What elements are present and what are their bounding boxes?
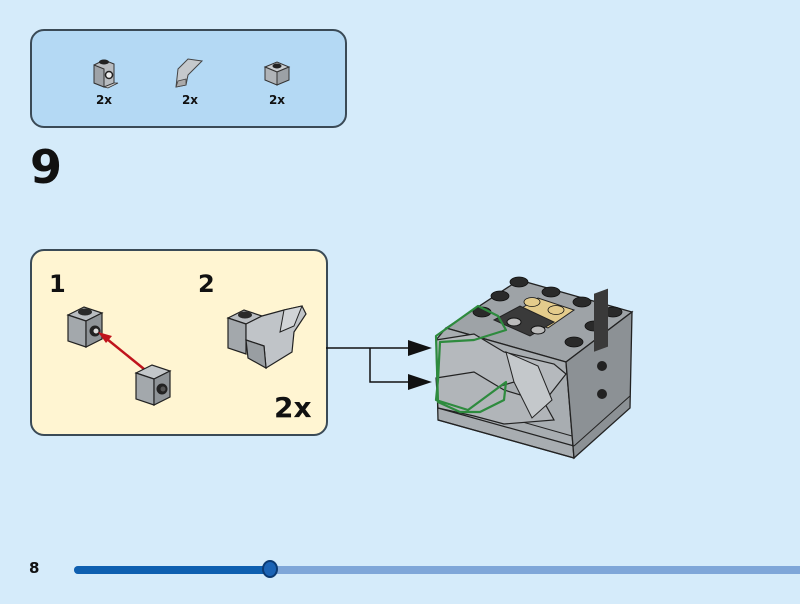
- sub-assembly-panel: 1 2 2x: [30, 249, 328, 436]
- part-quantity: 2x: [95, 93, 113, 107]
- sub-assembly-multiplier: 2x: [274, 391, 312, 424]
- sub-step-2-illustration: [226, 305, 307, 370]
- brick-1x1-icon: [263, 61, 291, 86]
- step-number: 9: [30, 140, 63, 194]
- arrow-head-icon: [408, 374, 432, 390]
- part-item: 2x: [247, 53, 307, 113]
- sub-step-1-illustration: [66, 306, 172, 406]
- page-number: 8: [29, 559, 40, 577]
- main-model-illustration: [434, 276, 634, 460]
- parts-list-panel: 2x 2x 2x: [30, 29, 347, 128]
- part-quantity: 2x: [181, 93, 199, 107]
- part-item: 2x: [160, 53, 220, 113]
- progress-bar[interactable]: [74, 560, 800, 578]
- progress-knob[interactable]: [262, 560, 279, 578]
- progress-fill: [74, 566, 271, 574]
- sub-step-number: 1: [49, 270, 66, 298]
- arrow-head-icon: [408, 340, 432, 356]
- sub-step-number: 2: [198, 270, 215, 298]
- part-item: 2x: [74, 53, 134, 113]
- connector-arrows: [326, 340, 432, 390]
- curved-slope-icon: [175, 58, 204, 88]
- brick-side-stud-icon: [93, 59, 119, 89]
- part-quantity: 2x: [268, 93, 286, 107]
